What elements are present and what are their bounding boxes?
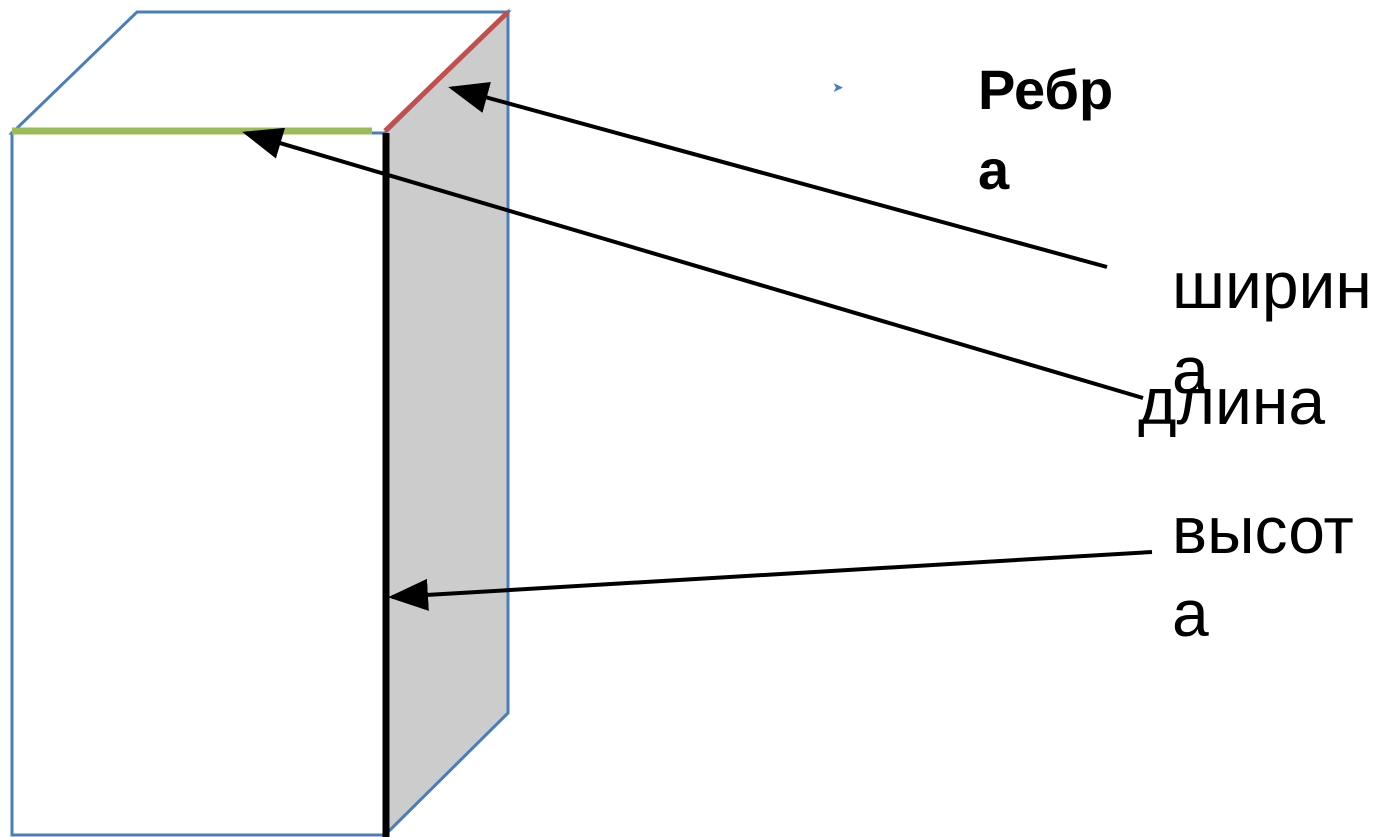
- height-label-line-1: высот: [1172, 493, 1354, 567]
- length-arrow: [242, 127, 1144, 400]
- width-label-line-2: а: [1172, 333, 1209, 407]
- height-label-line-2: а: [1172, 576, 1209, 650]
- title-line-1: Ребр: [978, 58, 1114, 121]
- arrow-bullet-icon: ➤: [832, 79, 844, 95]
- side-face: [383, 8, 510, 837]
- length-label: длина: [1138, 364, 1326, 438]
- front-face: [10, 131, 387, 837]
- width-edge: [383, 10, 510, 133]
- title-line-2: а: [978, 138, 1010, 201]
- height-arrow: [388, 550, 1153, 611]
- width-arrow: [448, 82, 1108, 269]
- width-label-line-1: ширин: [1172, 248, 1372, 322]
